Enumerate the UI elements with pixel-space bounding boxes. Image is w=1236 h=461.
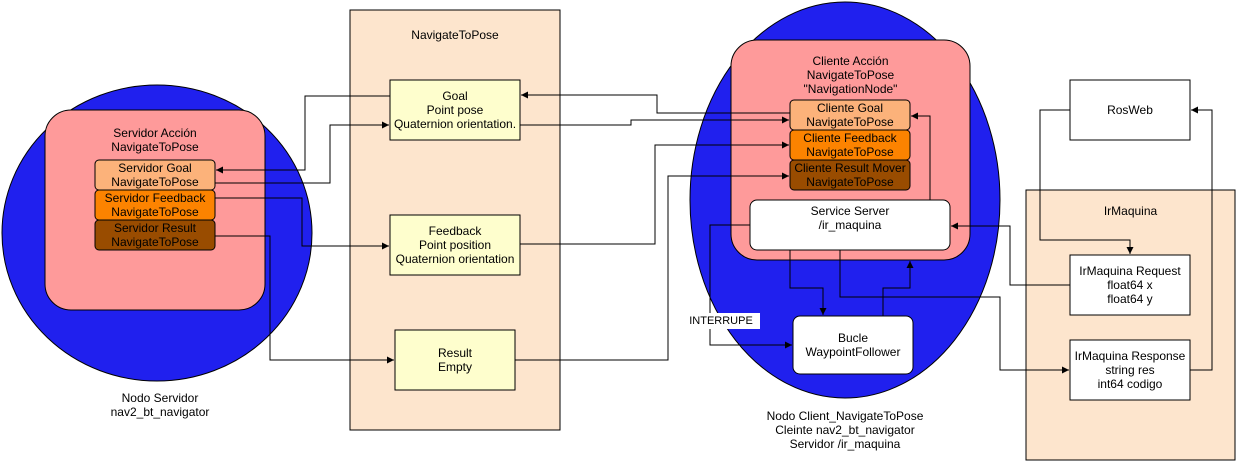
arrow-result-to-client-result — [515, 172, 789, 361]
arrow-service-to-loop — [789, 250, 827, 315]
rosweb-box — [1069, 79, 1191, 141]
server-result-label: Servidor Result NavigateToPose — [111, 221, 199, 249]
arrow-loop-to-service — [882, 261, 914, 316]
arrow-goal-to-server-goal — [216, 95, 390, 174]
arrow-server-result-to-result — [215, 235, 394, 364]
arrow-client-goal-to-goal — [521, 91, 790, 114]
ir-maquina-title: IrMaquina — [1103, 204, 1158, 218]
arrow-service-to-client-goal — [911, 112, 931, 200]
ir-response-label: IrMaquina Response string res int64 codi… — [1074, 349, 1186, 391]
service-server-label: Service Server /ir_maquina — [810, 204, 890, 232]
arrow-goal-to-client-goal — [520, 116, 789, 126]
result-message-label: Result Empty — [437, 346, 472, 374]
waypoint-loop-label: Bucle WaypointFollower — [805, 331, 901, 359]
interrupt-label: INTERRUPE — [682, 313, 760, 329]
goal-message-label: Goal Point pose Quaternion orientation. — [393, 89, 517, 131]
feedback-message-box — [389, 214, 521, 276]
arrow-rosweb-to-request — [1039, 109, 1134, 254]
ir-response-box — [1069, 339, 1191, 401]
arrow-feedback-to-client-feedback — [520, 141, 789, 245]
arrow-service-to-response — [839, 250, 1069, 374]
waypoint-loop-box — [792, 315, 914, 375]
action-interface-title: NavigateToPose — [411, 28, 499, 42]
rosweb-label: RosWeb — [1107, 103, 1153, 117]
arrow-server-feedback-to-feedback — [215, 197, 389, 250]
ir-request-box — [1069, 254, 1191, 316]
client-result-label: Cliente Result Mover NavigateToPose — [794, 161, 906, 189]
server-action-title: Servidor Acción NavigateToPose — [111, 126, 199, 154]
arrow-interrupt — [709, 224, 792, 349]
goal-message-box — [389, 79, 521, 141]
arrow-response-to-rosweb — [1190, 106, 1213, 371]
result-message-box — [394, 329, 516, 391]
server-feedback-label: Servidor Feedback NavigateToPose — [104, 191, 206, 219]
feedback-message-label: Feedback Point position Quaternion orien… — [395, 224, 515, 266]
arrow-request-to-service — [951, 222, 1070, 286]
server-result-box — [94, 219, 216, 251]
ir-maquina-panel — [1025, 189, 1236, 461]
server-goal-label: Servidor Goal NavigateToPose — [111, 161, 199, 189]
server-node-caption: Nodo Servidor nav2_bt_navigator — [110, 391, 210, 419]
ir-request-label: IrMaquina Request float64 x float64 y — [1079, 264, 1181, 306]
client-action-title: Cliente Acción NavigateToPose "Navigatio… — [803, 54, 898, 96]
client-feedback-label: Cliente Feedback NavigateToPose — [803, 131, 897, 159]
arrow-server-goal-to-goal — [215, 121, 389, 184]
client-goal-label: Cliente Goal NavigateToPose — [806, 101, 894, 129]
client-result-box — [789, 159, 911, 191]
client-node-caption: Nodo Client_NavigateToPose Cleinte nav2_… — [766, 409, 924, 451]
